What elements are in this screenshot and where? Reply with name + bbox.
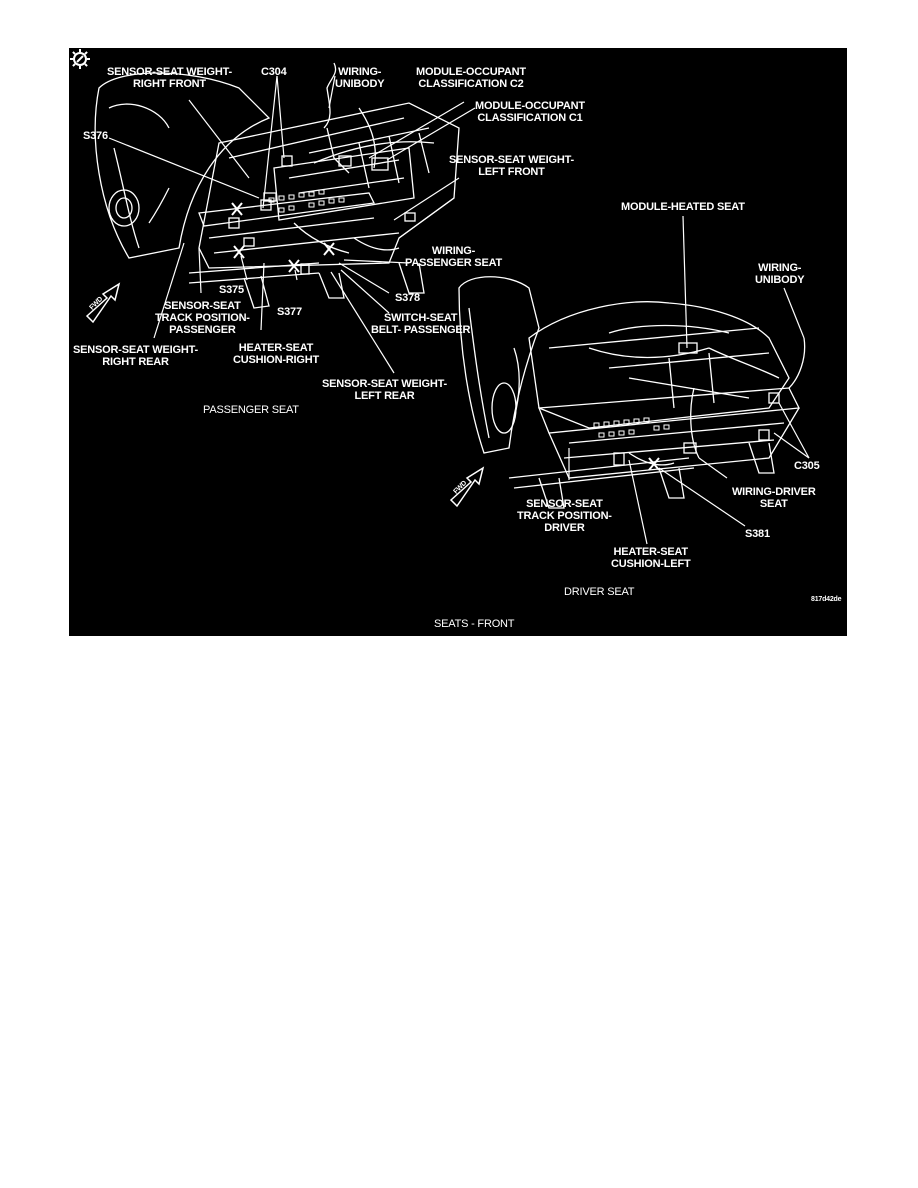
label-s376: S376: [83, 130, 108, 142]
label-s375: S375: [219, 284, 244, 296]
label-c304: C304: [261, 66, 287, 78]
fwd-arrow-icon: [449, 466, 485, 508]
label-driver-seat: DRIVER SEAT: [564, 586, 635, 598]
label-s381: S381: [745, 528, 770, 540]
label-wiring-driver-seat: WIRING-DRIVER SEAT: [732, 486, 816, 510]
driver-seat-drawing: [458, 276, 806, 509]
label-switch-seat-belt-passenger: SWITCH-SEAT BELT- PASSENGER: [371, 312, 471, 336]
fwd-arrow-icon: [85, 282, 121, 324]
label-module-occupant-classification-c2: MODULE-OCCUPANT CLASSIFICATION C2: [416, 66, 526, 90]
label-wiring-unibody-right: WIRING- UNIBODY: [755, 262, 805, 286]
label-c305: C305: [794, 460, 820, 472]
label-sensor-seat-weight-left-rear: SENSOR-SEAT WEIGHT- LEFT REAR: [322, 378, 447, 402]
label-sensor-seat-track-position-passenger: SENSOR-SEAT TRACK POSITION- PASSENGER: [155, 300, 250, 336]
label-module-occupant-classification-c1: MODULE-OCCUPANT CLASSIFICATION C1: [475, 100, 585, 124]
label-sensor-seat-weight-right-rear: SENSOR-SEAT WEIGHT- RIGHT REAR: [73, 344, 198, 368]
label-heater-seat-cushion-right: HEATER-SEAT CUSHION-RIGHT: [233, 342, 320, 366]
label-wiring-unibody-top: WIRING- UNIBODY: [335, 66, 385, 90]
label-heater-seat-cushion-left: HEATER-SEAT CUSHION-LEFT: [611, 546, 691, 570]
gear-icon: [70, 49, 90, 69]
figure-id: 817d42de: [811, 596, 842, 603]
label-passenger-seat: PASSENGER SEAT: [203, 404, 299, 416]
passenger-seat-drawing: [94, 62, 460, 309]
label-module-heated-seat: MODULE-HEATED SEAT: [621, 201, 745, 213]
diagram-artwork: [85, 62, 810, 545]
figure-caption: SEATS - FRONT: [434, 618, 515, 630]
label-wiring-passenger-seat: WIRING- PASSENGER SEAT: [405, 245, 503, 269]
label-s378: S378: [395, 292, 420, 304]
label-sensor-seat-track-position-driver: SENSOR-SEAT TRACK POSITION- DRIVER: [517, 498, 612, 534]
label-sensor-seat-weight-left-front: SENSOR-SEAT WEIGHT- LEFT FRONT: [449, 154, 574, 178]
leader-lines: [108, 75, 810, 545]
label-sensor-seat-weight-right-front: SENSOR-SEAT WEIGHT- RIGHT FRONT: [107, 66, 232, 90]
label-s377: S377: [277, 306, 302, 318]
seats-front-diagram: FWD FWD SENSOR-SEAT WEIGHT- RIGHT FRONT …: [69, 48, 847, 636]
